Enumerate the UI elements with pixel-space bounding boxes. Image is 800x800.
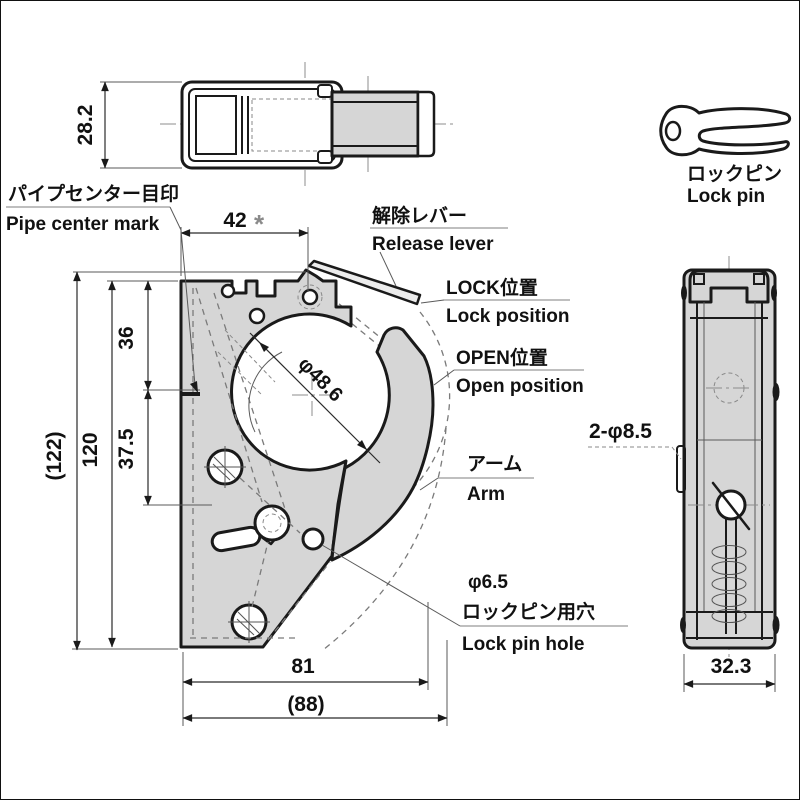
dim-bore-48-6: φ48.6 xyxy=(249,332,381,464)
dim-42-note: * xyxy=(254,209,265,239)
latch-pivot xyxy=(253,504,291,542)
dim-81: 81 xyxy=(291,655,315,678)
mount-hole-upper xyxy=(204,446,246,488)
dim-122: (122) xyxy=(43,431,66,480)
callout-lock-pin-hole: φ6.5 ロックピン用穴 Lock pin hole xyxy=(321,544,628,655)
dim-32-3-text: 32.3 xyxy=(711,655,752,678)
callouts: パイプセンター目印 Pipe center mark 解除レバー Release… xyxy=(6,182,628,655)
lever-pivot-hole xyxy=(301,288,319,306)
label-open-position-en: Open position xyxy=(456,376,584,397)
dim-42: 42 * xyxy=(180,209,309,292)
label-lock-position-jp: LOCK位置 xyxy=(446,276,538,299)
label-pipe-center-en: Pipe center mark xyxy=(6,214,160,235)
label-lock-pin-hole-dia: φ6.5 xyxy=(468,572,508,593)
callout-open-position: OPEN位置 Open position xyxy=(433,346,584,397)
dim-2-8-5-text: 2-φ8.5 xyxy=(589,420,652,443)
label-pipe-center-jp: パイプセンター目印 xyxy=(8,182,179,205)
mount-hole-lower xyxy=(228,601,270,643)
front-view-arm xyxy=(330,326,435,562)
label-lock-pin-en: Lock pin xyxy=(687,186,765,207)
callout-release-lever: 解除レバー Release lever xyxy=(370,204,508,287)
release-lever xyxy=(307,259,422,306)
lock-pin-icon xyxy=(659,104,792,157)
callout-pipe-center: パイプセンター目印 Pipe center mark xyxy=(6,182,198,393)
label-lock-pin-hole-jp: ロックピン用穴 xyxy=(462,600,595,623)
dim-bore-text: φ48.6 xyxy=(294,353,347,406)
dim-37-5: 37.5 xyxy=(115,428,138,469)
side-view-tab xyxy=(676,445,686,493)
callout-arm: アーム Arm xyxy=(419,454,534,505)
label-lock-position-en: Lock position xyxy=(446,306,570,327)
dim-28-2: 28.2 xyxy=(74,105,97,146)
top-view: 28.2 xyxy=(74,62,455,186)
label-arm-en: Arm xyxy=(467,484,505,505)
dim-88: (88) xyxy=(287,693,324,716)
label-release-lever-jp: 解除レバー xyxy=(372,204,467,227)
dim-2-8-5: 2-φ8.5 xyxy=(588,420,682,460)
left-dimensions: 36 37.5 120 (122) xyxy=(43,271,306,651)
callout-lock-position: LOCK位置 Lock position xyxy=(420,276,570,327)
bottom-dimensions: 81 (88) xyxy=(182,602,448,726)
lock-pin-figure: ロックピン Lock pin xyxy=(659,104,792,207)
front-view-body xyxy=(179,268,353,649)
dim-120: 120 xyxy=(79,432,102,467)
small-hole-1 xyxy=(220,283,236,299)
label-lock-pin-jp: ロックピン xyxy=(687,163,782,185)
dim-42-text: 42 xyxy=(223,209,246,232)
label-arm-jp: アーム xyxy=(467,454,522,475)
front-view: φ48.6 42 * 36 37.5 120 (122) xyxy=(43,209,451,726)
label-open-position-jp: OPEN位置 xyxy=(456,346,548,369)
dim-32-3: 32.3 xyxy=(683,654,776,692)
small-hole-2 xyxy=(248,307,266,325)
label-lock-pin-hole-en: Lock pin hole xyxy=(462,634,584,655)
side-view: 32.3 2-φ8.5 xyxy=(588,256,780,692)
lock-pin-hole xyxy=(301,527,325,551)
side-view-spring xyxy=(711,545,747,623)
label-release-lever-en: Release lever xyxy=(372,234,494,255)
dim-36: 36 xyxy=(115,326,138,349)
